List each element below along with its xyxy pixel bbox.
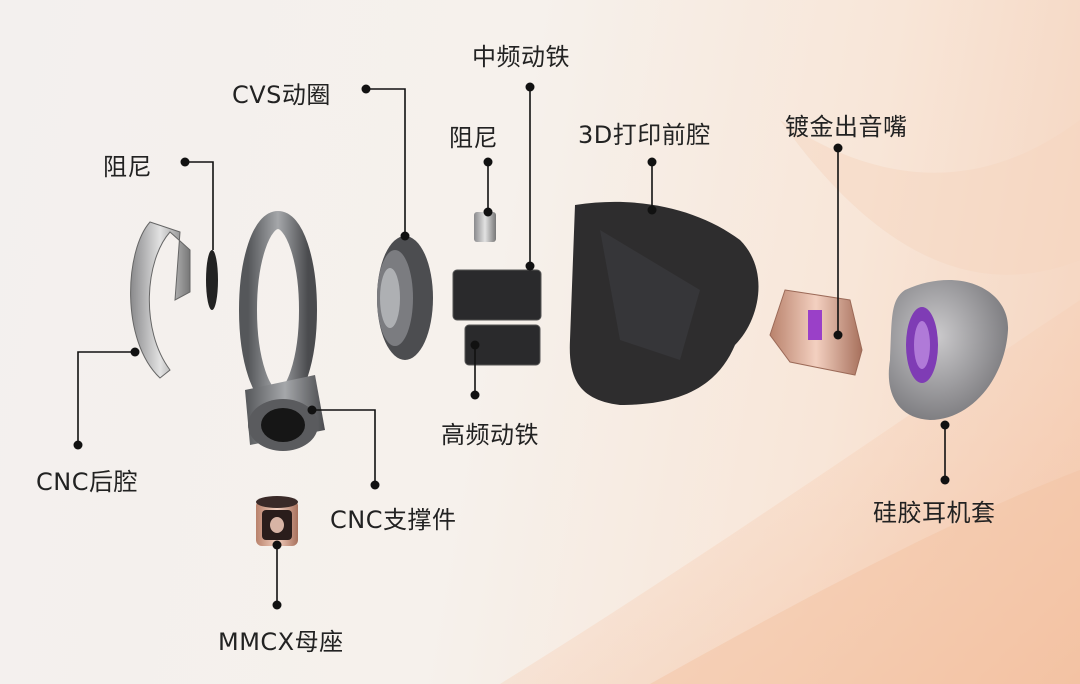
mid-ba-driver [452, 269, 542, 321]
label-high-ba: 高频动铁 [441, 421, 539, 449]
cnc-rear-cavity [130, 221, 191, 379]
label-damper-left: 阻尼 [103, 153, 152, 181]
label-damper-center: 阻尼 [449, 124, 498, 152]
label-cvs-driver: CVS动圈 [232, 81, 331, 109]
cnc-support [239, 211, 325, 451]
damper-center [474, 212, 496, 242]
silicone-eartip [888, 279, 1009, 420]
cvs-dynamic-driver [377, 236, 433, 360]
leader-dots [73, 82, 950, 610]
mmcx-socket [256, 496, 298, 546]
label-rear-cavity: CNC后腔 [36, 468, 138, 496]
label-nozzle: 镀金出音嘴 [785, 113, 908, 141]
label-support: CNC支撑件 [330, 506, 457, 534]
label-front-cavity: 3D打印前腔 [578, 121, 711, 149]
high-ba-driver [464, 324, 541, 366]
damper-left [206, 250, 218, 310]
gold-plated-nozzle [769, 289, 863, 376]
label-mid-ba: 中频动铁 [472, 43, 570, 71]
leader-lines [77, 87, 946, 605]
label-mmcx: MMCX母座 [218, 628, 344, 656]
label-eartip: 硅胶耳机套 [873, 499, 996, 527]
